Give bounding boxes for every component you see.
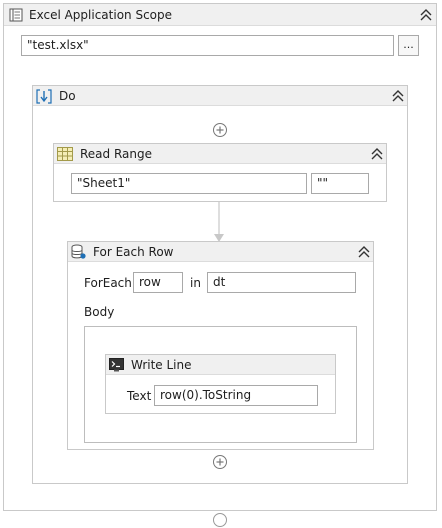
collapse-read-range-icon[interactable] <box>369 147 385 161</box>
write-line-title: Write Line <box>131 358 192 372</box>
range-input[interactable]: "" <box>311 173 369 194</box>
excel-scope-header[interactable]: Excel Application Scope <box>4 4 436 26</box>
read-range-header[interactable]: Read Range <box>54 144 386 164</box>
add-activity-icon-top[interactable] <box>212 122 228 138</box>
browse-button[interactable]: ... <box>398 35 419 56</box>
collapse-for-each-row-icon[interactable] <box>356 245 372 259</box>
for-each-row-icon <box>71 244 86 259</box>
in-label: in <box>190 276 201 290</box>
sequence-icon <box>36 89 52 104</box>
sheet-name-input[interactable]: "Sheet1" <box>71 173 307 194</box>
collapse-do-icon[interactable] <box>390 89 406 103</box>
excel-scope-icon <box>9 8 23 22</box>
add-activity-icon-bottom[interactable] <box>212 454 228 470</box>
read-range-title: Read Range <box>80 147 152 161</box>
foreach-label: ForEach <box>84 276 132 290</box>
write-line-icon <box>109 358 124 372</box>
file-path-input[interactable]: "test.xlsx" <box>21 35 394 56</box>
body-label: Body <box>84 305 115 319</box>
do-sequence-header[interactable]: Do <box>33 86 407 106</box>
add-activity-icon-partial[interactable] <box>212 512 228 528</box>
do-sequence-title: Do <box>59 89 76 103</box>
for-each-row-title: For Each Row <box>93 245 174 259</box>
flow-connector-arrow <box>214 202 224 242</box>
excel-scope-title: Excel Application Scope <box>29 8 173 22</box>
write-line-activity[interactable]: Write Line <box>105 354 336 414</box>
foreach-item-input[interactable]: row <box>133 272 183 293</box>
read-range-icon <box>57 147 73 161</box>
write-line-text-input[interactable]: row(0).ToString <box>154 385 318 406</box>
collapse-excel-scope-icon[interactable] <box>418 8 434 22</box>
text-label: Text <box>127 389 152 403</box>
for-each-row-header[interactable]: For Each Row <box>68 242 373 262</box>
write-line-header[interactable]: Write Line <box>106 355 335 375</box>
foreach-collection-input[interactable]: dt <box>207 272 356 293</box>
